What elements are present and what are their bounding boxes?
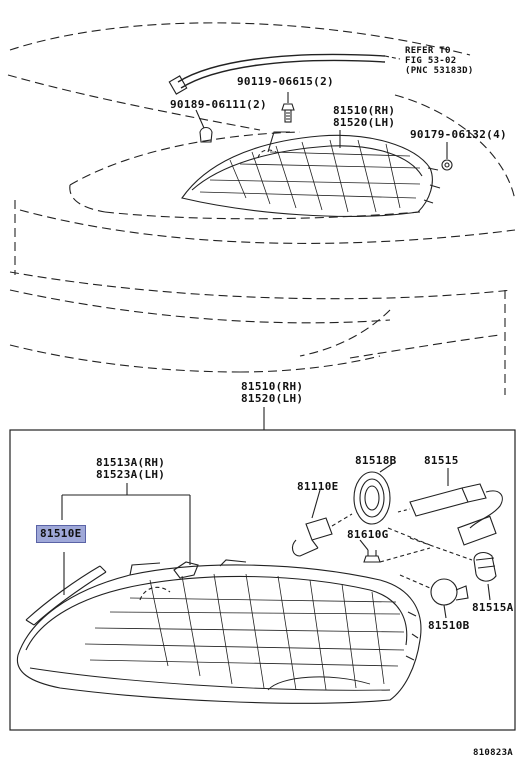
part-label-90119: 90119-06615(2) [237,75,334,88]
socket-81515 [397,468,503,546]
dashed-leaders [379,527,473,589]
bulb-81610g [359,539,381,563]
part-label-81518b: 81518B [355,454,397,467]
part-label-81515: 81515 [424,454,459,467]
part-label-81510-upper: 81510(RH) 81520(LH) [333,105,395,129]
part-label-90189: 90189-06111(2) [170,98,267,111]
part-label-81510e-highlighted[interactable]: 81510E [36,525,86,543]
part-label-81515a: 81515A [472,601,514,614]
part-label-81510-assembly: 81510(RH) 81520(LH) [241,381,303,405]
part-label-81110e: 81110E [297,480,339,493]
refer-line-3: (PNC 53183D) [405,66,474,76]
ring-81518b [353,463,393,525]
part-label-81610g: 81610G [347,528,389,541]
assembly-81510-rh: 81510(RH) [241,380,304,393]
clip-90189 [195,109,213,143]
upper-headlamp [181,130,441,217]
cap-81513a [173,561,199,579]
assembly-81520-lh: 81520(LH) [241,392,304,405]
part-label-81510b: 81510B [428,619,470,632]
part-81520-lh: 81520(LH) [333,116,396,129]
refer-to-note: REFER TO FIG 53-02 (PNC 53183D) [405,46,474,76]
bulb-81110e [291,489,353,557]
refer-line-2: FIG 53-02 [405,56,457,66]
part-81513a-rh: 81513A(RH) [96,456,166,469]
bracket-81513a [61,483,191,565]
bulb-81510b [430,578,469,619]
refer-line-1: REFER TO [405,46,451,56]
lower-headlamp [16,559,422,704]
socket-81515a [473,551,497,601]
part-label-90179: 90179-06132(4) [410,128,507,141]
bolt-90119 [281,92,295,123]
figure-id: 810823A [473,748,514,758]
part-81523a-lh: 81523A(LH) [96,468,166,481]
part-label-81513a: 81513A(RH) 81523A(LH) [96,457,165,481]
trim-strip-81510e [25,552,107,626]
car-body-outline [7,22,516,395]
part-81510-rh: 81510(RH) [333,104,396,117]
refer-wire [168,53,401,95]
exploded-view-frame [9,429,516,731]
nut-90179 [441,142,453,171]
